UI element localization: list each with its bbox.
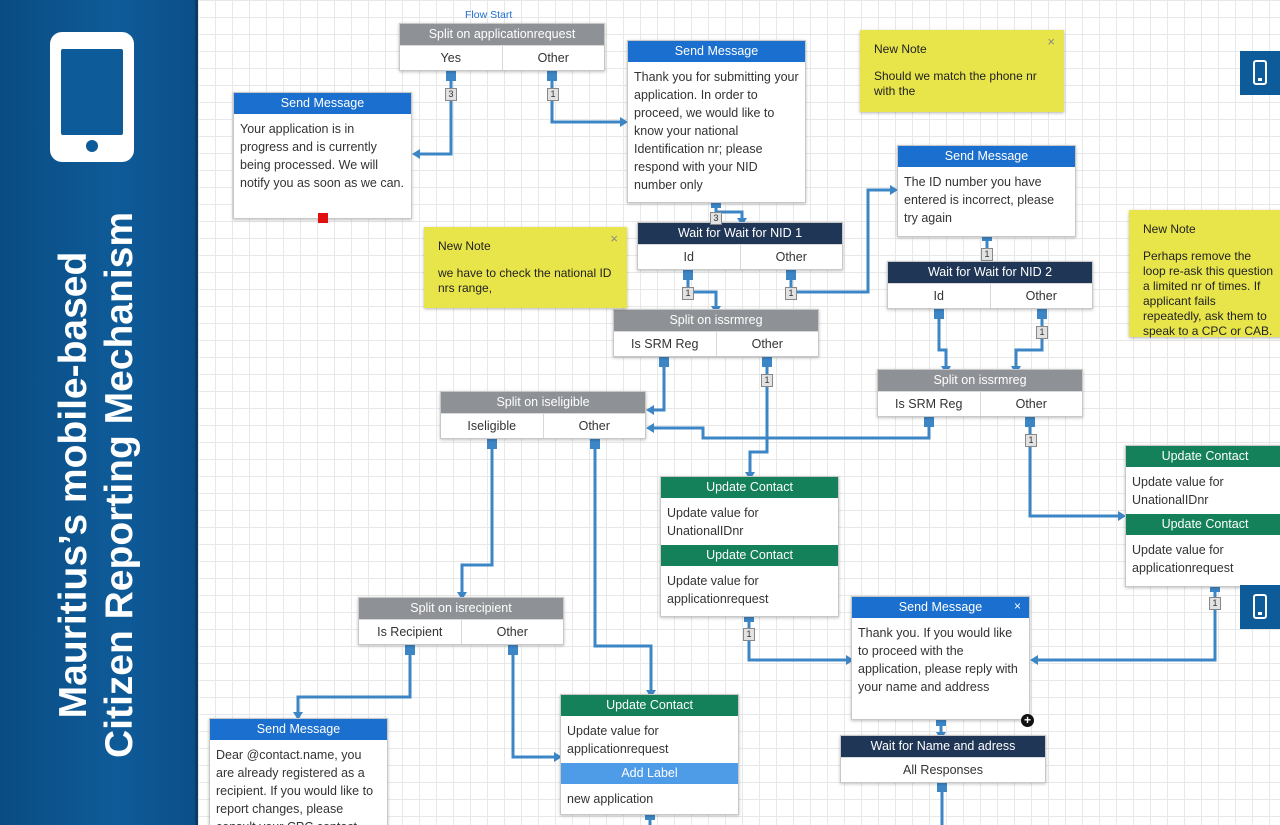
close-icon[interactable]: × [610, 231, 618, 246]
exit-other[interactable]: Other [715, 332, 819, 356]
exit-other[interactable]: Other [989, 284, 1093, 308]
split-applicationrequest-node[interactable]: Split on applicationrequest Yes Other [399, 23, 605, 71]
action-text: Update value for applicationrequest [667, 574, 769, 606]
message-text: The ID number you have entered is incorr… [904, 175, 1055, 225]
node-header: Split on isrecipient [359, 598, 563, 619]
node-header: Send Message [234, 93, 411, 114]
sticky-note-nid-range[interactable]: New Note we have to check the national I… [424, 227, 627, 308]
node-header: Send Message [898, 146, 1075, 167]
split-issrmreg-node-2[interactable]: Split on issrmreg Is SRM Reg Other [877, 369, 1083, 417]
node-header: Update Contact [561, 695, 738, 716]
node-header: Split on issrmreg [614, 310, 818, 331]
exit-is-srm-reg[interactable]: Is SRM Reg [631, 337, 699, 351]
count-badge: 1 [743, 628, 755, 641]
exit-id[interactable]: Id [933, 289, 944, 303]
send-message-node-id-incorrect[interactable]: Send Message The ID number you have ente… [897, 145, 1076, 237]
note-text: Perhaps remove the loop re-ask this ques… [1143, 249, 1274, 338]
count-badge: 3 [445, 88, 457, 101]
update-contact-add-label-node[interactable]: Update Contact Update value for applicat… [560, 694, 739, 815]
mobile-phone-icon[interactable] [1240, 585, 1280, 629]
split-iseligible-node[interactable]: Split on iseligible Iseligible Other [440, 391, 646, 439]
count-badge: 1 [1025, 434, 1037, 447]
exit-iseligible[interactable]: Iseligible [467, 419, 517, 433]
send-message-node-nid-request[interactable]: Send Message Thank you for submitting yo… [627, 40, 806, 203]
count-badge: 1 [761, 374, 773, 387]
note-title: New Note [438, 239, 491, 253]
split-isrecipient-node[interactable]: Split on isrecipient Is Recipient Other [358, 597, 564, 645]
close-icon[interactable]: × [1014, 599, 1022, 613]
banner-title-line1: Mauritius’s mobile-based [52, 251, 95, 719]
exit-all-responses[interactable]: All Responses [903, 763, 983, 777]
update-contact-stack-2[interactable]: Update Contact Update value for Unationa… [1125, 445, 1280, 587]
node-header: Update Contact [1126, 514, 1280, 535]
note-title: New Note [874, 42, 927, 56]
exit-is-srm-reg[interactable]: Is SRM Reg [895, 397, 963, 411]
node-header: Split on iseligible [441, 392, 645, 413]
title-banner: Mauritius’s mobile-based Citizen Reporti… [0, 0, 195, 825]
node-header: Wait for Wait for NID 1 [638, 223, 842, 244]
exit-other[interactable]: Other [542, 414, 646, 438]
wait-nid-1-node[interactable]: Wait for Wait for NID 1 Id Other [637, 222, 843, 270]
node-header: Wait for Wait for NID 2 [888, 262, 1092, 283]
split-issrmreg-node-1[interactable]: Split on issrmreg Is SRM Reg Other [613, 309, 819, 357]
exit-is-recipient[interactable]: Is Recipient [377, 625, 443, 639]
note-title: New Note [1143, 222, 1196, 236]
close-icon[interactable]: × [1047, 34, 1055, 49]
send-message-node-already-registered[interactable]: Send Message Dear @contact.name, you are… [209, 718, 388, 825]
count-badge: 1 [785, 287, 797, 300]
node-header: Add Label [561, 763, 738, 784]
exit-yes[interactable]: Yes [440, 51, 461, 65]
send-message-node-name-address[interactable]: Send Message Thank you. If you would lik… [851, 596, 1030, 720]
node-header: Send Message [852, 597, 1029, 618]
action-text: Update value for applicationrequest [1132, 543, 1234, 575]
node-header: Send Message [628, 41, 805, 62]
exit-other[interactable]: Other [501, 46, 605, 70]
node-header: Update Contact [661, 545, 838, 566]
wait-nid-2-node[interactable]: Wait for Wait for NID 2 Id Other [887, 261, 1093, 309]
banner-divider [195, 0, 198, 825]
exit-other[interactable]: Other [739, 245, 843, 269]
banner-title-line2: Citizen Reporting Mechanism [98, 211, 141, 759]
action-text: Update value for applicationrequest [567, 724, 669, 756]
label-text: new application [567, 792, 654, 806]
node-header: Update Contact [1126, 446, 1280, 467]
message-text: Dear @contact.name, you are already regi… [216, 748, 374, 825]
action-text: Update value for UnationalIDnr [1132, 475, 1224, 507]
mobile-phone-icon [50, 32, 134, 162]
count-badge: 1 [547, 88, 559, 101]
wait-name-address-node[interactable]: Wait for Name and adress All Responses [840, 735, 1046, 783]
count-badge: 1 [682, 287, 694, 300]
exit-other[interactable]: Other [460, 620, 564, 644]
node-header: Wait for Name and adress [841, 736, 1045, 757]
message-text: Your application is in progress and is c… [240, 122, 404, 190]
exit-id[interactable]: Id [683, 250, 694, 264]
message-text: Thank you. If you would like to proceed … [858, 626, 1018, 694]
node-header: Send Message [210, 719, 387, 740]
mobile-phone-icon[interactable] [1240, 51, 1280, 95]
count-badge: 3 [710, 212, 722, 225]
action-text: Update value for UnationalIDnr [667, 506, 759, 538]
flow-start-label: Flow Start [465, 9, 513, 21]
sticky-note-phone-match[interactable]: New Note Should we match the phone nr wi… [860, 30, 1064, 112]
node-header: Update Contact [661, 477, 838, 498]
update-contact-stack-1[interactable]: Update Contact Update value for Unationa… [660, 476, 839, 617]
node-header: Split on applicationrequest [400, 24, 604, 45]
add-action-icon[interactable]: + [1021, 714, 1034, 727]
node-header: Split on issrmreg [878, 370, 1082, 391]
exit-other[interactable]: Other [979, 392, 1083, 416]
count-badge: 1 [1036, 326, 1048, 339]
note-text: we have to check the national ID nrs ran… [438, 266, 612, 295]
message-text: Thank you for submitting your applicatio… [634, 70, 799, 192]
error-marker [318, 213, 328, 223]
banner-title: Mauritius’s mobile-based Citizen Reporti… [51, 175, 143, 795]
note-text: Should we match the phone nr with the [874, 69, 1037, 98]
sticky-note-remove-loop[interactable]: New Note Perhaps remove the loop re-ask … [1129, 210, 1280, 338]
count-badge: 1 [1209, 597, 1221, 610]
count-badge: 1 [981, 248, 993, 261]
send-message-node-in-progress[interactable]: Send Message Your application is in prog… [233, 92, 412, 219]
